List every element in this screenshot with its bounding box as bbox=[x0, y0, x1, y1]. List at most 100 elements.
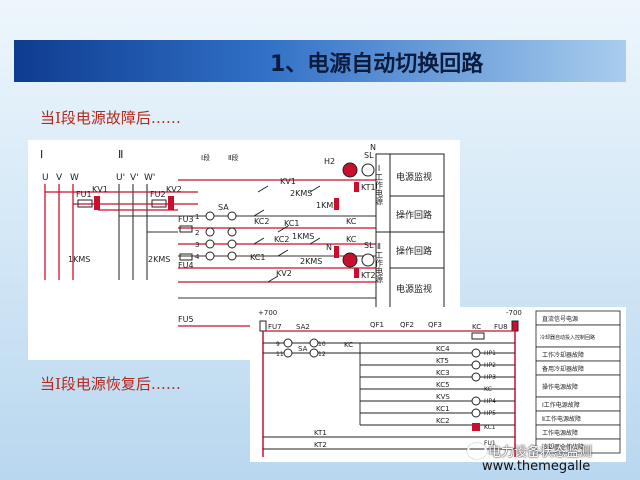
fuse-fu1-label: FU1 bbox=[76, 190, 92, 199]
relay-kv1-label: KV1 bbox=[92, 185, 108, 194]
wechat-logo-icon bbox=[467, 443, 487, 459]
fuse-fu4-label: FU4 bbox=[178, 261, 194, 270]
fuse-fu8-label: FU8 bbox=[494, 323, 508, 331]
lamp-hp4-label: HP4 bbox=[484, 398, 496, 405]
relay-kt2-label: KT2 bbox=[314, 441, 327, 449]
lamp-hp1-label: HP1 bbox=[484, 350, 496, 357]
lamp-sl2-label: SL bbox=[364, 241, 374, 250]
relay-1kms-label-b: 1KMS bbox=[292, 232, 314, 241]
coil-kt1 bbox=[354, 182, 359, 192]
legend-boxes bbox=[535, 310, 621, 454]
caption-restore: 当Ⅰ段电源恢复后…… bbox=[40, 375, 181, 393]
signal-lamps bbox=[471, 348, 481, 418]
relay-kv2-contact-label: KV2 bbox=[276, 269, 292, 278]
terminal-number-2: 2 bbox=[195, 229, 199, 237]
bus-label-1: Ⅰ bbox=[40, 148, 43, 161]
side-label-bus1: Ⅰ工作电源 bbox=[375, 164, 384, 206]
function-box-label-4: 电源监视 bbox=[396, 283, 432, 295]
relay-kc5-label: KC5 bbox=[436, 381, 450, 389]
relay-kv2-coil bbox=[168, 196, 174, 210]
coil-kt2 bbox=[354, 268, 359, 278]
lamp-sl1-label: SL bbox=[364, 151, 374, 160]
contact-markers bbox=[253, 185, 321, 283]
lamp-sl1 bbox=[361, 163, 375, 177]
legend-item-8: 工作电源故障 bbox=[542, 429, 578, 437]
lamp-hp2-label: HP2 bbox=[484, 362, 496, 369]
legend-item-4: 备用冷却器故障 bbox=[542, 365, 584, 373]
terminal-number-3: 3 bbox=[195, 241, 199, 249]
function-box-label-2: 操作回路 bbox=[396, 209, 432, 221]
relay-kv1-contact-label: KV1 bbox=[280, 177, 296, 186]
relay-kt5-label: KT5 bbox=[436, 357, 449, 365]
terminal-number-12: 12 bbox=[318, 351, 326, 358]
phase-label-v: V bbox=[56, 173, 63, 183]
relay-kc1-label: KC1 bbox=[436, 405, 450, 413]
terminal-number-4: 4 bbox=[195, 253, 200, 261]
control-circuit-diagram: +700 -700 FU7 FU8 SA2 SA 9 10 11 12 QF1 … bbox=[250, 307, 626, 462]
legend-item-9: 冷却器全停故障 bbox=[542, 443, 584, 451]
slide-title: 1、电源自动切换回路 bbox=[270, 52, 484, 77]
switch-circuit-diagram: Ⅰ Ⅱ U V W U' V' W' FU1 FU2 FU3 bbox=[28, 140, 460, 360]
relay-kv2-label: KV2 bbox=[166, 185, 182, 194]
fuse-fu3-label: FU3 bbox=[178, 215, 194, 224]
legend-item-1: 直流信号电源 bbox=[542, 315, 578, 323]
switch-sa-label: SA bbox=[298, 345, 308, 353]
terminal-number-11: 11 bbox=[276, 351, 284, 358]
watermark-name: 电力设备状态监测 bbox=[488, 445, 593, 460]
relay-kc1-label-a: KC1 bbox=[284, 219, 299, 228]
fuse-fu7-label: FU7 bbox=[268, 323, 282, 331]
lamp-hp3-label: HP3 bbox=[484, 374, 496, 381]
phase-label-w: W bbox=[70, 173, 79, 183]
fuse-fu8 bbox=[511, 320, 519, 332]
legend-item-2: 冷却器自动投入控制回路 bbox=[540, 334, 595, 341]
phase-label-u2: U' bbox=[116, 173, 125, 183]
fuse-fu3 bbox=[179, 225, 193, 233]
relay-kc2-label: KC2 bbox=[436, 417, 450, 425]
fuse-bottom-label: FU1 bbox=[484, 440, 496, 447]
branch-lines bbox=[263, 342, 515, 450]
relay-1kms-contact-label: 1KMS bbox=[316, 201, 338, 210]
contactor-1kms-label: 1KMS bbox=[68, 255, 90, 264]
column-header-2: Ⅱ段 bbox=[228, 153, 238, 162]
fuse-fu2 bbox=[151, 199, 167, 208]
coil-2kms bbox=[334, 246, 339, 258]
fuse-fu5-label: FU5 bbox=[178, 315, 194, 324]
relay-kc-contact-label: KC bbox=[346, 217, 357, 226]
relay-kt1-label: KT1 bbox=[314, 429, 327, 437]
fuse-fu4 bbox=[179, 253, 193, 261]
terminal-number-9: 9 bbox=[276, 341, 280, 348]
relay-kv1-coil bbox=[94, 196, 100, 210]
legend-item-3: 工作冷却器故障 bbox=[542, 351, 584, 359]
relay-kc-side-label: KC bbox=[344, 341, 353, 349]
relay-kc-coil-2 bbox=[471, 332, 485, 340]
legend-item-6: Ⅰ工作电源故障 bbox=[542, 401, 580, 409]
contactor-2kms-label: 2KMS bbox=[148, 255, 170, 264]
bus1-phase-lines bbox=[44, 184, 74, 280]
column-header-1: Ⅰ段 bbox=[201, 153, 210, 162]
relay-2kms-contact-label: 2KMS bbox=[290, 189, 312, 198]
lamp-h1 bbox=[342, 162, 358, 178]
fuse-fu2-label: FU2 bbox=[150, 190, 166, 199]
caption-fault: 当Ⅰ段电源故障后…… bbox=[40, 109, 181, 127]
relay-2kms-label-b: 2KMS bbox=[300, 257, 322, 266]
relay-kvs-label: KVS bbox=[436, 393, 450, 401]
phase-label-w2: W' bbox=[144, 173, 155, 183]
lamp-sl2 bbox=[361, 253, 375, 267]
side-label-bus2: Ⅱ工作电源 bbox=[375, 242, 384, 284]
terminal-number-10: 10 bbox=[318, 341, 326, 348]
relay-kc2-label-b: KC2 bbox=[274, 235, 289, 244]
fuse-fu1 bbox=[77, 199, 93, 208]
coil-1kms bbox=[334, 198, 339, 210]
bus2-phase-lines bbox=[118, 184, 148, 280]
relay-kc4-label: KC4 bbox=[436, 345, 450, 353]
relay-kt1-label: KT1 bbox=[361, 183, 376, 192]
relay-kc1-coil-label: KC1 bbox=[484, 424, 496, 431]
breaker-qf2-label: QF2 bbox=[400, 321, 414, 329]
relay-kc-bottom-label: KC bbox=[484, 386, 492, 393]
relay-kc1-label-b: KC1 bbox=[250, 253, 265, 262]
relay-kc-label-2: KC bbox=[472, 323, 481, 331]
relay-kc-label: KC bbox=[346, 235, 357, 244]
legend-item-5: 操作电源故障 bbox=[542, 383, 578, 391]
relay-kc2-label-a: KC2 bbox=[254, 217, 269, 226]
relay-kc3-label: KC3 bbox=[436, 369, 450, 377]
